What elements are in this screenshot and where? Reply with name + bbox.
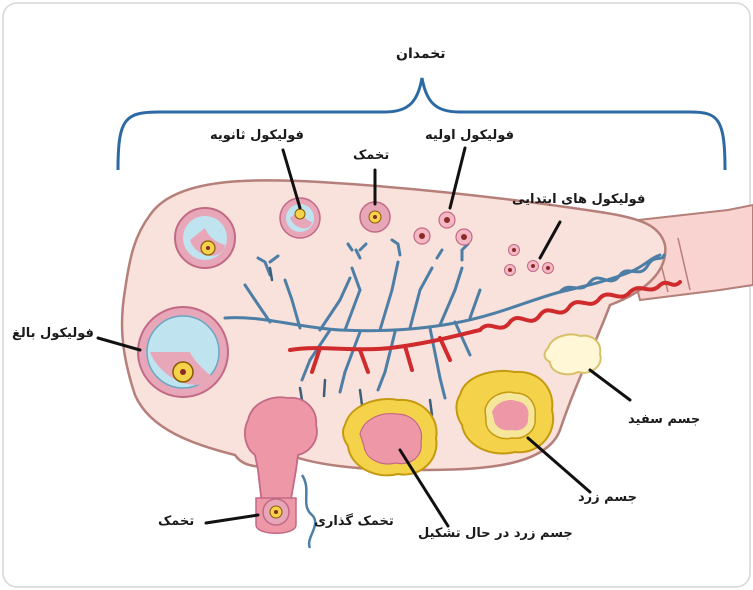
primary-follicle-label: فولیکول اولیه	[425, 128, 514, 143]
secondary-follicle-label: فولیکول ثانویه	[210, 128, 304, 143]
egg-follicle	[360, 202, 390, 232]
corpus-luteum	[456, 371, 553, 454]
mature-follicle	[138, 307, 228, 397]
ovulation-label: تخمک گذاری	[314, 514, 394, 529]
corpus-albicans-label: جسم سفید	[628, 412, 700, 427]
forming-corpus-luteum-label: جسم زرد در حال تشکیل	[418, 526, 573, 541]
egg-top-label: تخمک	[353, 148, 389, 163]
ovary-label: تخمدان	[396, 46, 446, 62]
forming-corpus-luteum	[343, 399, 437, 475]
primordial-follicles-label: فولیکول های ابتدایی	[512, 192, 645, 207]
egg-bottom-label: تخمک	[158, 514, 194, 529]
antral-follicle	[175, 208, 235, 268]
corpus-albicans	[545, 335, 601, 375]
mature-follicle-label: فولیکول بالغ	[12, 326, 94, 341]
corpus-luteum-label: جسم زرد	[578, 490, 637, 505]
